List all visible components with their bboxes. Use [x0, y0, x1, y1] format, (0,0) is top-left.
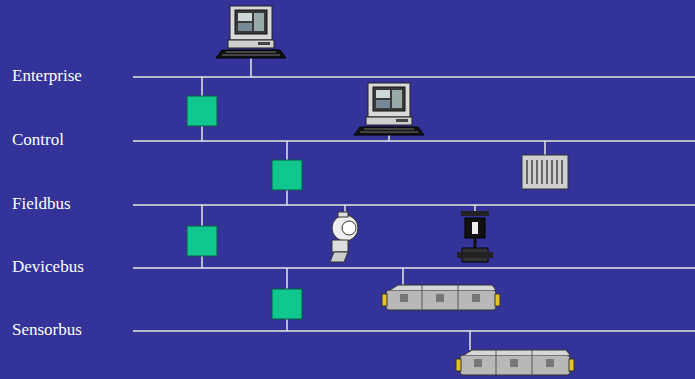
bus-level-label: Control — [12, 130, 66, 150]
bus-level-label: Fieldbus — [12, 194, 73, 214]
bus-level-label: Sensorbus — [12, 320, 84, 340]
bus-level-label: Devicebus — [12, 257, 86, 277]
bus-level-label: Enterprise — [12, 66, 84, 86]
